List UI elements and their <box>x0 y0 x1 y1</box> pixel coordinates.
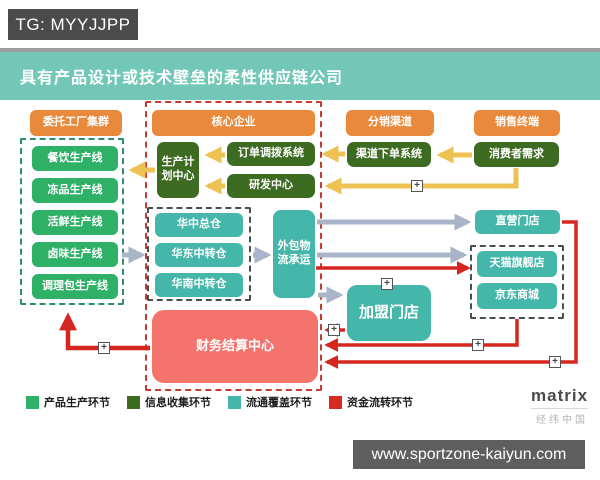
plus-marker-icon: + <box>98 342 110 354</box>
legend-label: 流通覆盖环节 <box>246 397 312 409</box>
legend-swatch <box>329 395 342 409</box>
warehouse-central: 华中总仓 <box>155 213 243 237</box>
jd-mall: 京东商城 <box>477 283 557 309</box>
warehouses-dashed-border <box>147 207 251 301</box>
plus-marker-icon: + <box>328 324 340 336</box>
production-line-frozen: 冻品生产线 <box>32 178 118 203</box>
legend-swatch <box>26 395 39 409</box>
production-line-braised: 卤味生产线 <box>32 242 118 267</box>
title-banner: 具有产品设计或技术壁垒的柔性供应链公司 <box>0 52 600 100</box>
order-dispatch-system: 订单调拨系统 <box>227 142 315 166</box>
banner-top-strip <box>0 48 600 52</box>
matrix-logo-text: matrix <box>531 386 589 405</box>
production-line-prepared: 调理包生产线 <box>32 274 118 299</box>
legend-swatch <box>127 395 140 409</box>
plus-marker-icon: + <box>549 356 561 368</box>
tmall-flagship-store: 天猫旗舰店 <box>477 251 557 277</box>
channel-order-system: 渠道下单系统 <box>347 142 431 167</box>
website-bar: www.sportzone-kaiyun.com <box>353 440 585 469</box>
legend-item-information: 信息收集环节 <box>127 394 211 410</box>
production-lines-dashed-border <box>20 138 124 305</box>
production-planning-center: 生产计 划中心 <box>157 142 199 198</box>
consumer-demand: 消费者需求 <box>474 142 559 167</box>
outsourced-logistics: 外包物 流承运 <box>273 210 315 298</box>
tg-badge: TG: MYYJJPP <box>8 9 138 40</box>
arrow-settlement-to-production <box>59 312 150 351</box>
matrix-logo-subtext: 经纬中国 <box>531 408 589 426</box>
header-distribution-channel: 分销渠道 <box>346 110 434 136</box>
direct-store: 直营门店 <box>475 210 560 234</box>
legend-swatch <box>228 395 241 409</box>
ecommerce-dashed-border <box>470 245 564 319</box>
production-line-fresh: 活鲜生产线 <box>32 210 118 235</box>
arrow-consumer-to-rd <box>324 168 519 195</box>
plus-marker-icon: + <box>381 278 393 290</box>
production-line-catering: 餐饮生产线 <box>32 146 118 171</box>
header-sales-terminal: 销售终端 <box>474 110 560 136</box>
core-enterprise-dashed-border <box>145 101 322 391</box>
header-core-enterprise: 核心企业 <box>152 110 315 136</box>
legend-item-production: 产品生产环节 <box>26 394 110 410</box>
legend-item-capital: 资金流转环节 <box>329 394 413 410</box>
legend-label: 资金流转环节 <box>347 397 413 409</box>
legend-item-circulation: 流通覆盖环节 <box>228 394 312 410</box>
warehouse-east: 华东中转仓 <box>155 243 243 267</box>
header-factory-cluster: 委托工厂集群 <box>30 110 122 136</box>
financial-settlement-center: 财务结算中心 <box>152 310 318 383</box>
franchise-store: 加盟门店 <box>347 285 431 341</box>
legend-label: 信息收集环节 <box>145 397 211 409</box>
legend-label: 产品生产环节 <box>44 397 110 409</box>
warehouse-south: 华南中转仓 <box>155 273 243 297</box>
arrow-directstore-to-settlement <box>324 220 578 369</box>
arrow-ecommerce-to-settlement <box>324 319 519 352</box>
page-title: 具有产品设计或技术壁垒的柔性供应链公司 <box>20 70 344 87</box>
legend: 产品生产环节 信息收集环节 流通覆盖环节 资金流转环节 <box>26 394 413 410</box>
rd-center: 研发中心 <box>227 174 315 198</box>
plus-marker-icon: + <box>472 339 484 351</box>
plus-marker-icon: + <box>411 180 423 192</box>
matrix-logo: matrix 经纬中国 <box>531 386 589 426</box>
